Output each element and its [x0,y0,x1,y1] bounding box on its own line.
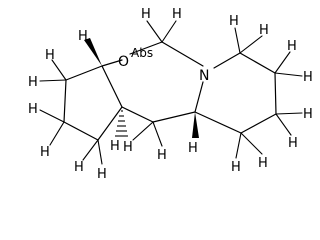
stereo-bonds [84,38,199,138]
bond-n-c6 [213,52,241,69]
bond-c1-c2 [65,65,103,81]
bond-c10-c5 [121,106,154,123]
bond-c6-c7 [239,52,276,74]
hydrogen-label: H [303,107,313,122]
bond-c8-c9 [240,113,277,134]
bond-c4-c5 [97,106,123,141]
hash-bond-c5-h [115,110,128,137]
wedge-bond-c1-h [84,38,102,66]
stereo-abs-label: Abs [131,46,153,60]
hydrogen-label: H [229,14,239,29]
hydrogen-label: H [188,141,198,156]
bond-n-c9a [194,81,204,113]
hydrogen-label: H [45,48,55,63]
oxygen-atom-label: O [118,54,129,70]
molecule-structure: O Abs N H H H H H H H H H H H H H H H H … [28,7,313,182]
bond-c5-c1 [101,65,123,108]
bond-o-ch2 [129,41,163,55]
hydrogen-label: H [259,23,269,38]
hydrogen-label: H [40,145,50,160]
bond-c3-c4 [63,121,99,141]
bond-c2-c3 [63,79,67,123]
hydrogen-label: H [28,75,38,90]
hydrogen-label: H [287,39,297,54]
hydrogen-label: H [258,156,268,171]
hydrogen-label: H [303,70,313,85]
hydrogen-label: H [123,140,133,155]
bond-c9a-c10 [152,111,196,123]
hydrogen-label: H [141,7,151,22]
bond-c7-c8 [274,72,277,115]
hydrogen-label: H [172,7,182,22]
bond-c9-c9a [194,111,242,134]
hydrogen-label: H [110,139,120,154]
wedge-bond-c9a-h [192,112,199,138]
nitrogen-atom-label: N [199,68,209,84]
hydrogen-label: H [28,102,38,117]
hydrogen-label: H [157,148,167,163]
skeleton-bonds [63,41,277,141]
hydrogen-labels: H H H H H H H H H H H H H H H H H H H H … [28,7,313,182]
hydrogen-label: H [78,29,88,44]
hydrogen-label: H [231,160,241,175]
hydrogen-label: H [288,136,298,151]
hydrogen-bonds [39,20,303,165]
bond-ch2-n [161,41,204,67]
hydrogen-label: H [74,160,84,175]
bond-c1-o [101,59,123,67]
hydrogen-label: H [97,167,107,182]
